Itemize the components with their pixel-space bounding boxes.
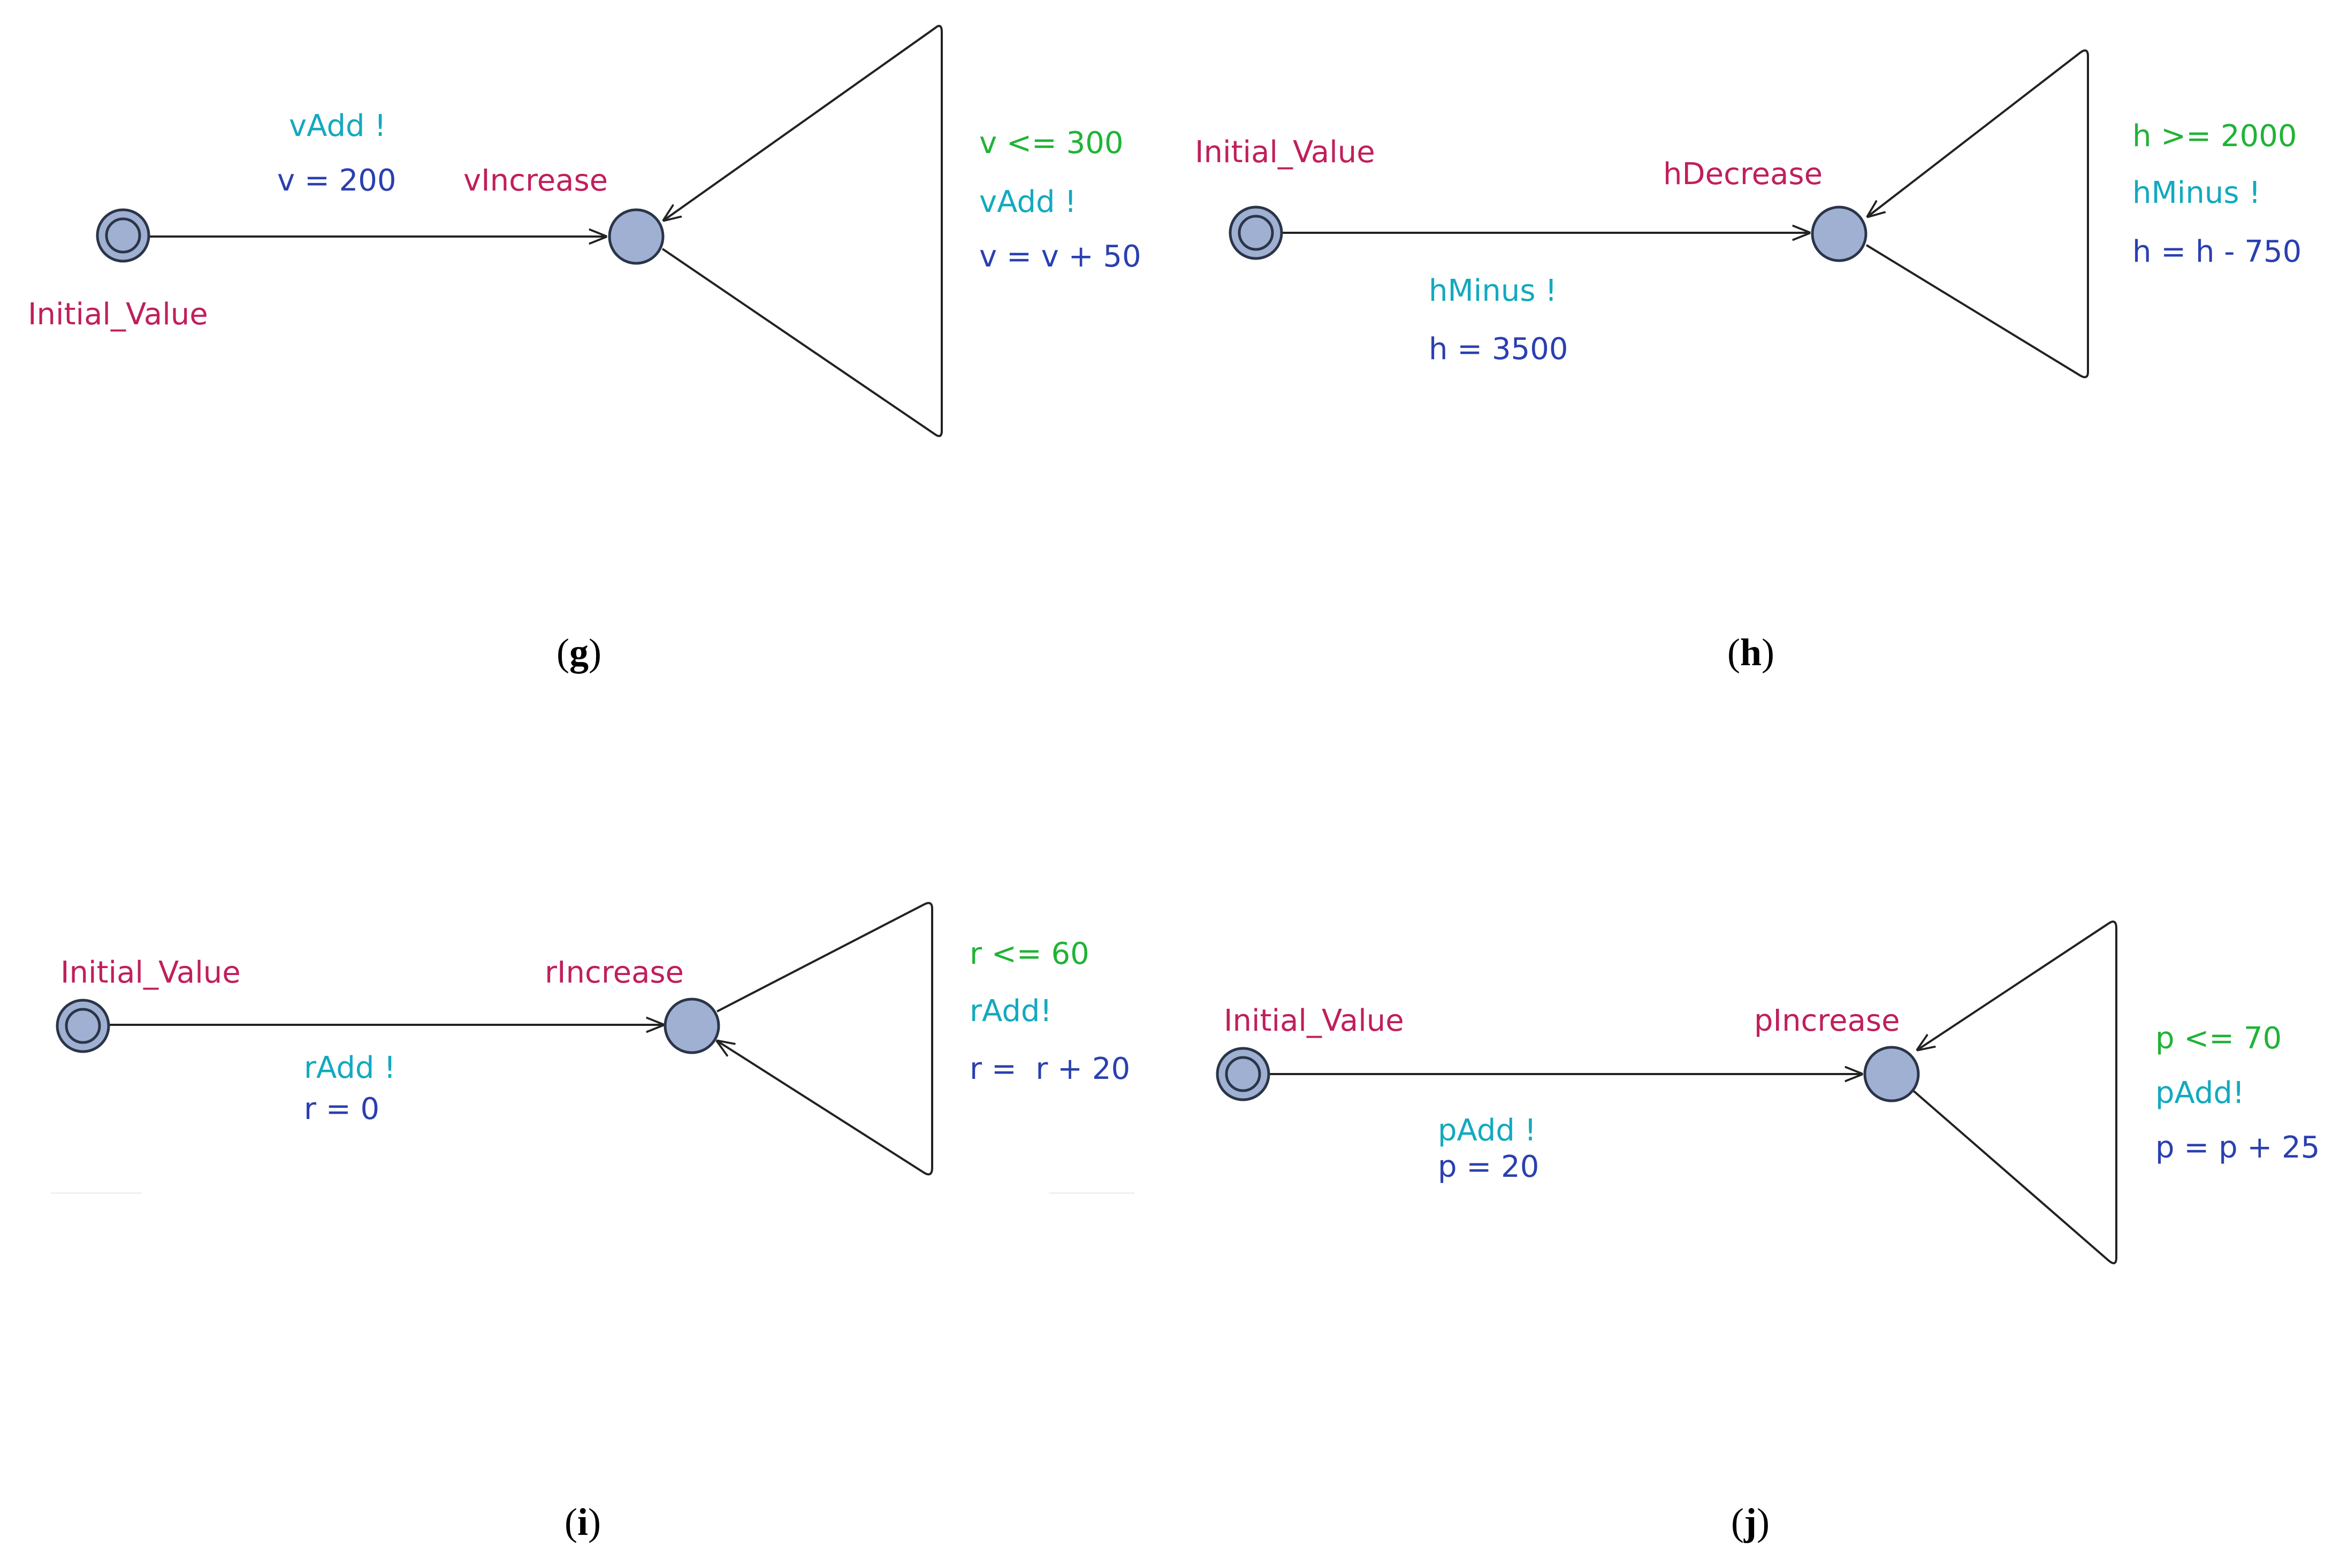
panel-i-state-name: rIncrease — [545, 955, 684, 990]
panel-j-initial-state — [1216, 1047, 1270, 1101]
panel-g-loop-sync-label: vAdd ! — [979, 185, 1077, 219]
panel-j-state-name: pIncrease — [1754, 1003, 1900, 1038]
panel-g-edge-assign-label: v = 200 — [277, 163, 397, 198]
panel-i-initial-state — [56, 999, 110, 1053]
panel-j-loop-guard-label: p <= 70 — [2155, 1021, 2282, 1056]
panel-h-self-loop — [1866, 49, 2089, 378]
panel-j-caption: (j) — [1731, 1501, 1770, 1543]
panel-h-loop-guard-label: h >= 2000 — [2132, 119, 2297, 154]
panel-j-graph — [1216, 920, 2117, 1265]
panel-h-caption-letter: h — [1740, 631, 1762, 674]
panel-g-loop-guard-label: v <= 300 — [979, 126, 1124, 161]
panel-g-graph — [96, 25, 943, 437]
panel-j-loop-assign-label: p = p + 25 — [2155, 1130, 2320, 1165]
panel-g-state-name: vIncrease — [463, 163, 608, 198]
panel-i-faint-rule-right — [1049, 1192, 1134, 1194]
panel-j-initial-name: Initial_Value — [1224, 1003, 1404, 1038]
panel-i-loop-guard-label: r <= 60 — [970, 937, 1089, 971]
panel-i-state-node — [664, 998, 720, 1054]
panel-g-edge-sync-label: vAdd ! — [289, 109, 386, 143]
panel-j-loop-sync-label: pAdd! — [2155, 1076, 2245, 1110]
panel-g-caption-letter: g — [569, 631, 589, 674]
panel-h-state-name: hDecrease — [1663, 157, 1823, 192]
panel-h-loop-sync-label: hMinus ! — [2132, 176, 2261, 210]
panel-g-initial-state — [96, 208, 150, 263]
panel-h-loop-assign-label: h = h - 750 — [2132, 234, 2302, 269]
panel-g-state-node — [608, 208, 665, 265]
panel-h-edge-assign-label: h = 3500 — [1429, 332, 1568, 367]
panel-i-edge-assign-label: r = 0 — [304, 1092, 380, 1126]
panel-h-initial-state — [1229, 205, 1283, 260]
panel-i-self-loop — [717, 902, 933, 1176]
panel-i-caption: (i) — [565, 1501, 601, 1543]
panel-i-graph — [56, 902, 933, 1176]
panel-h-caption: (h) — [1727, 631, 1775, 674]
panel-i-caption-letter: i — [577, 1501, 588, 1543]
panel-g-loop-assign-label: v = v + 50 — [979, 239, 1141, 274]
panel-j-caption-letter: j — [1743, 1501, 1757, 1543]
panel-i-edge-sync-label: rAdd ! — [304, 1051, 396, 1085]
panel-h-state-node — [1811, 205, 1867, 262]
panel-g-self-loop — [662, 25, 943, 437]
panel-g-caption: (g) — [557, 631, 601, 674]
panel-i-faint-rule-left — [51, 1192, 142, 1194]
panel-j-edge-sync-label: pAdd ! — [1438, 1113, 1537, 1148]
panel-h-initial-name: Initial_Value — [1195, 135, 1375, 170]
panel-g-initial-name: Initial_Value — [28, 297, 208, 332]
panel-i-initial-name: Initial_Value — [60, 955, 241, 990]
panel-j-edge-assign-label: p = 20 — [1438, 1150, 1539, 1184]
panel-i-loop-sync-label: rAdd! — [970, 994, 1052, 1029]
panel-j-state-node — [1863, 1046, 1920, 1102]
panel-h-graph — [1229, 49, 2089, 378]
panel-j-self-loop — [1910, 920, 2117, 1265]
panel-h-edge-sync-label: hMinus ! — [1429, 273, 1557, 308]
panel-i-loop-assign-label: r = r + 20 — [970, 1052, 1131, 1086]
